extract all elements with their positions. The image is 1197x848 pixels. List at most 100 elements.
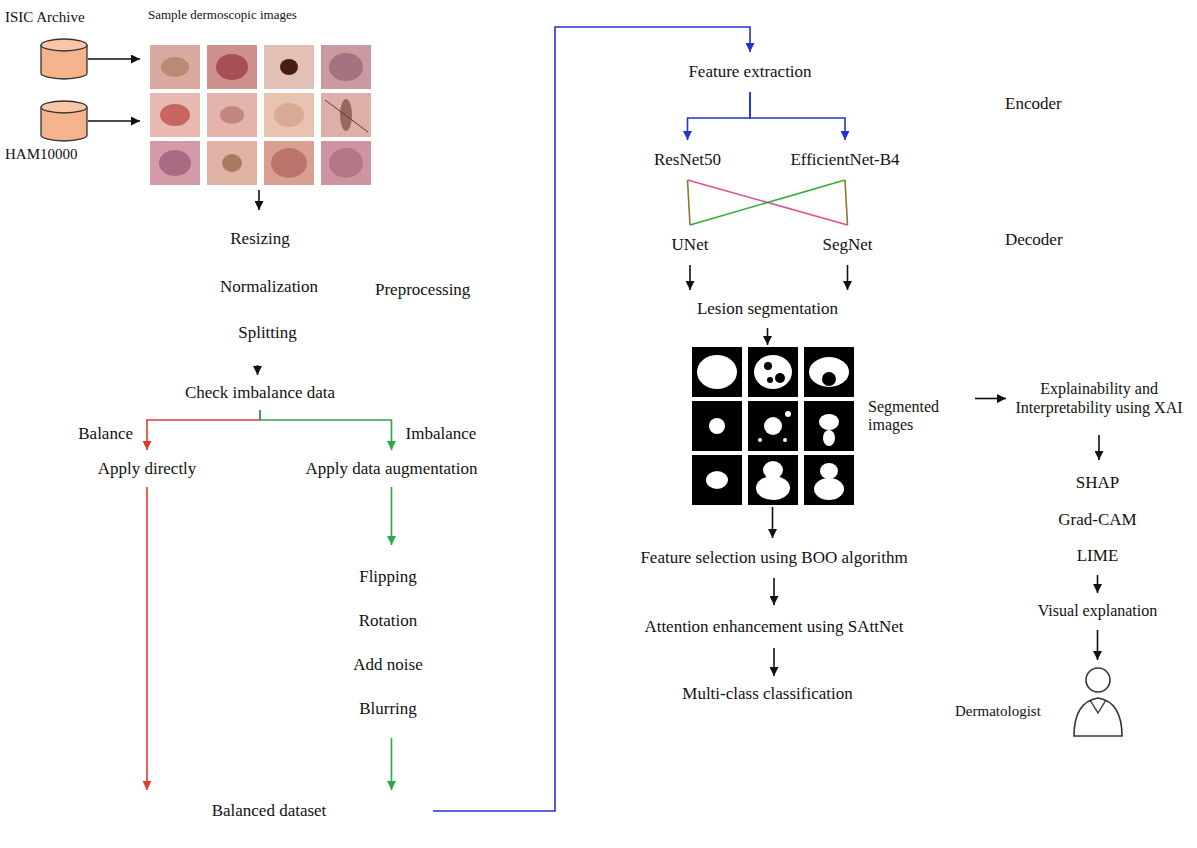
connector-arrow (88, 58, 140, 60)
process-box: Check imbalance data (150, 375, 370, 410)
dermoscopic-thumbnails-part (321, 141, 371, 185)
connector-arrow (88, 120, 140, 122)
dermoscopic-thumbnails-part (220, 106, 244, 124)
process-box: Add noise (318, 646, 458, 684)
image-panel: Sample dermoscopic images (140, 38, 378, 190)
dermoscopic-thumbnails-part (321, 45, 371, 89)
dermoscopic-thumbnails-part (280, 59, 298, 75)
connector-arrow (1097, 630, 1099, 660)
box-label: Splitting (238, 323, 297, 343)
box-label: SHAP (1076, 473, 1119, 493)
connector-arrow (391, 487, 393, 545)
dermoscopic-thumbnails-part (150, 141, 200, 185)
process-box: Apply directly (62, 450, 232, 487)
box-label: EfficientNet-B4 (790, 150, 899, 170)
method-box: Grad-CAM (1040, 505, 1155, 535)
group-heading: Segmented images (868, 398, 953, 435)
box-label: Explainability and Interpretability usin… (1011, 380, 1187, 417)
process-box: Feature extraction (640, 52, 860, 92)
group-heading: ISIC Archive (5, 9, 85, 26)
model-box: UNet (640, 225, 740, 265)
box-label: ResNet50 (654, 150, 721, 170)
box-label: Rotation (359, 611, 418, 631)
dermoscopic-thumbnails-part (207, 45, 257, 89)
dermatologist-icon-part (1074, 698, 1122, 736)
group-box: FlippingRotationAdd noiseBlurring (310, 545, 473, 738)
box-label: LIME (1077, 546, 1119, 566)
connector-arrow (147, 410, 260, 450)
dermoscopic-thumbnails-part (264, 45, 314, 89)
process-box: Visual explanation (1030, 593, 1165, 630)
dermoscopic-thumbnails-part (329, 53, 363, 81)
connector-arrow (1098, 435, 1100, 460)
dermoscopic-thumbnails (150, 45, 371, 185)
dermoscopic-thumbnails-part (222, 154, 242, 172)
box-label: Visual explanation (1038, 602, 1157, 620)
box-label: Feature selection using BOO algorithm (640, 548, 907, 568)
process-box: Rotation (318, 602, 458, 640)
dermoscopic-thumbnails-part (150, 93, 200, 137)
box-label: UNet (672, 235, 709, 255)
dermatologist-icon (1074, 668, 1122, 736)
stage-group: EncoderFeature extractionResNet50Efficie… (575, 40, 975, 205)
process-box: Apply data augmentation (263, 450, 520, 487)
connector-arrow (257, 365, 259, 375)
dermoscopic-thumbnails-part (329, 148, 363, 178)
model-box: SegNet (780, 225, 915, 265)
process-box: Normalization (195, 268, 343, 305)
group-heading: HAM10000 (5, 146, 78, 163)
stage-group: PreprocessingResizingNormalizationSplitt… (170, 210, 345, 365)
box-label: Add noise (353, 655, 422, 675)
box-label: Resizing (230, 229, 290, 249)
process-box: Lesion segmentation (655, 290, 880, 328)
image-panel: Segmented images (690, 345, 855, 507)
connector-arrow (975, 398, 1006, 400)
box-label: SegNet (822, 235, 872, 255)
model-box: ResNet50 (640, 140, 735, 180)
group-heading: Decoder (1005, 230, 1063, 250)
group-heading: Encoder (1005, 94, 1062, 114)
box-label: Flipping (359, 567, 417, 587)
dermoscopic-thumbnails-part (207, 141, 257, 185)
dermoscopic-thumbnails-part (160, 104, 190, 126)
database-cylinder: HAM10000 (40, 100, 88, 142)
dermoscopic-thumbnails-part (274, 103, 304, 127)
dermoscopic-thumbnails-part (150, 45, 200, 89)
dermoscopic-thumbnails-part (340, 99, 352, 131)
box-label: Check imbalance data (185, 383, 335, 403)
process-box: Blurring (318, 690, 458, 728)
dermatologist-icon-part (1090, 700, 1106, 713)
stage-group: DecoderUNetSegNetLesion segmentationSegm… (575, 208, 975, 750)
dermoscopic-thumbnails-part (161, 57, 189, 77)
box-label: Multi-class classification (682, 684, 852, 704)
connector-arrow (1097, 575, 1099, 593)
box-label: Grad-CAM (1058, 510, 1136, 530)
dermoscopic-thumbnails-part (264, 141, 314, 185)
box-label: Feature extraction (688, 62, 811, 82)
group-heading: Sample dermoscopic images (148, 8, 297, 23)
connector-arrow (258, 190, 260, 210)
dermoscopic-thumbnails-part (325, 100, 368, 132)
process-box: Splitting (205, 315, 330, 350)
process-box: Explainability and Interpretability usin… (1006, 362, 1192, 435)
box-label: Lesion segmentation (697, 299, 838, 319)
edge-label: Balance (76, 424, 135, 444)
connector-arrow (391, 738, 393, 790)
process-box: Attention enhancement using SAttNet (590, 605, 958, 648)
database-cylinder (40, 38, 88, 80)
process-box: Balanced dataset (105, 790, 433, 832)
box-label: Balanced dataset (212, 801, 327, 821)
dermoscopic-thumbnails-part (321, 93, 371, 137)
box-label: Apply directly (98, 459, 197, 479)
process-box: Flipping (318, 558, 458, 596)
cylinder-top (41, 101, 87, 113)
method-box: SHAP (1040, 468, 1155, 498)
connector-arrow (146, 487, 148, 790)
process-box: Multi-class classification (635, 676, 900, 712)
box-label: Normalization (220, 277, 318, 297)
dermatologist-icon-part (1086, 668, 1110, 692)
cylinder-top (41, 39, 87, 51)
group-heading: Dermatologist (955, 703, 1041, 720)
